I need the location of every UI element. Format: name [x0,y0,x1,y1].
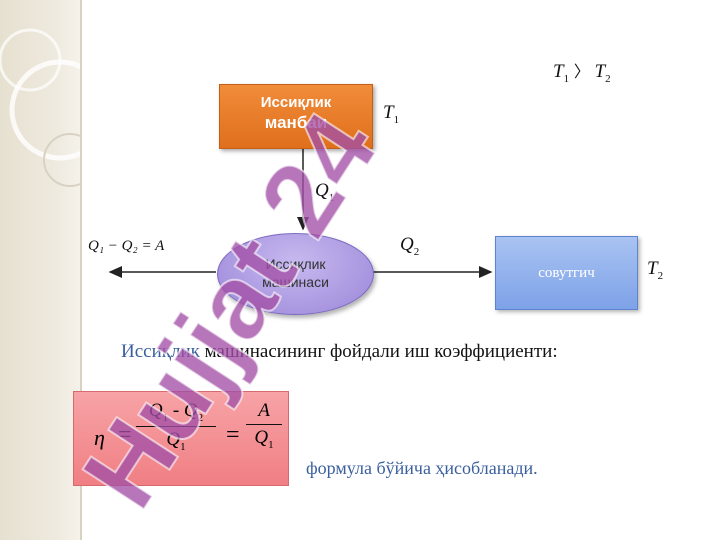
frac1-num-b-sub: 2 [197,411,204,424]
work-equation-label: Q₁ − Q₂ = A [88,238,165,254]
fraction-heat-bar [136,425,216,427]
cooler-box: совутгич [495,236,638,310]
q1-sub: 1 [328,191,335,204]
t1-base: T [383,102,394,123]
left-decorative-band [0,0,80,540]
fraction-work-bar [246,424,282,425]
decorative-circles [0,28,80,187]
q2-sub: 2 [413,245,420,258]
fraction-work: A Q1 [246,400,282,451]
t1-label: T1 [383,102,399,126]
heat-machine-label-line1: Иссиқлик [265,256,326,272]
t1-sub: 1 [393,113,400,126]
heat-source-label-line1: Иссиқлик [260,94,332,111]
t2-sub: 2 [657,269,664,282]
formula-note: формула бўйича ҳисобланади. [306,458,538,478]
t2-label: T2 [647,258,663,282]
caption-rest: машинасининг фойдали иш коэффициенти: [199,341,558,362]
t-relation-operator: 〉 [573,64,590,81]
t-relation-b: T [594,61,606,82]
heat-source-label-line2: манбаи [264,113,328,132]
fraction-work-numerator: A [246,400,282,422]
left-divider [80,0,82,540]
frac1-minus: - [168,400,184,421]
cooler-label: совутгич [538,264,595,281]
heat-machine-label-line2: машинаси [262,274,329,290]
equals-sign-1: = [118,422,132,448]
heat-machine-ellipse: Иссиқлик машинаси [217,233,374,315]
temperature-relation: T1 〉 T2 [553,58,611,85]
equals-sign-2: = [226,422,240,448]
frac1-den: Q [166,428,181,450]
efficiency-formula-box: η = Q1 - Q2 Q1 = A Q1 [73,391,289,486]
frac2-den: Q [254,427,269,448]
caption-highlight: Иссиқлик [121,341,200,362]
fraction-heat: Q1 - Q2 Q1 [136,400,216,453]
heat-source-box: Иссиқлик манбаи [219,84,373,149]
frac2-den-sub: 1 [268,438,274,451]
frac2-num: A [258,400,270,421]
t2-base: T [647,258,658,279]
q1-label: Q1 [315,180,334,204]
frac1-den-sub: 1 [180,440,186,453]
frac1-num-b: Q [183,400,198,421]
frac1-num-a: Q [148,400,163,421]
fraction-work-denominator: Q1 [246,427,282,451]
q2-label: Q2 [400,234,419,258]
eta-symbol: η [94,425,105,450]
fraction-heat-numerator: Q1 - Q2 [136,400,216,424]
frac1-num-a-sub: 1 [162,411,169,424]
efficiency-caption: Иссиқлик машинасининг фойдали иш коэффиц… [121,341,558,363]
t-relation-a-sub: 1 [563,72,570,85]
t-relation-b-sub: 2 [605,72,611,85]
fraction-heat-denominator: Q1 [136,429,216,453]
q2-base: Q [400,234,414,255]
q1-base: Q [315,180,329,201]
t-relation-a: T [553,61,564,82]
